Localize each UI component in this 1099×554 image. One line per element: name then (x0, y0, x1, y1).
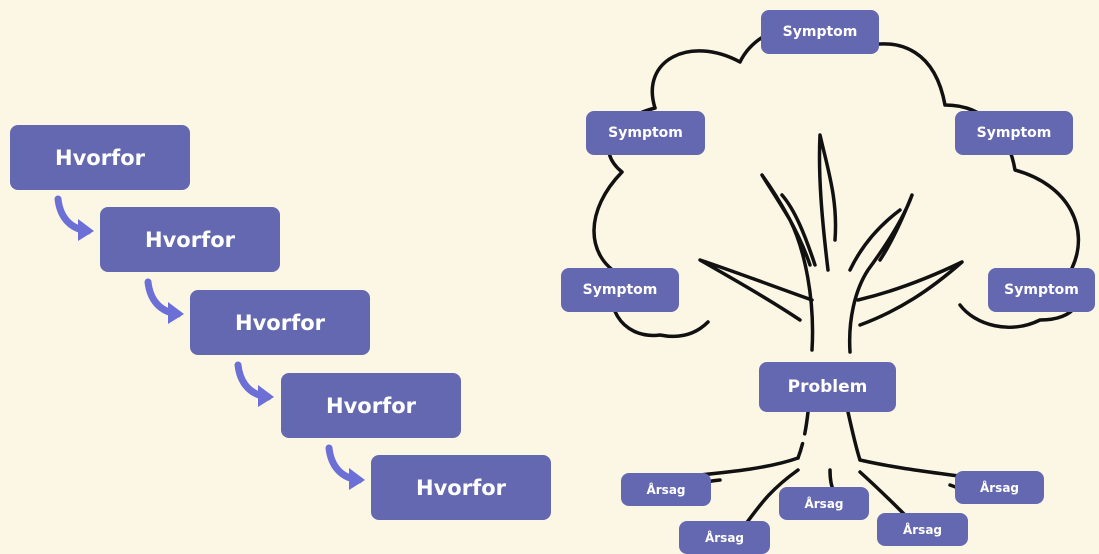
branch-left (700, 260, 812, 320)
cause-left: Årsag (621, 473, 711, 506)
why-step-3: Hvorfor (190, 290, 370, 355)
branch-mid (782, 195, 815, 265)
curved-down-right-arrow-icon (323, 444, 373, 494)
trunk-center (819, 135, 835, 270)
trunk-low-right (848, 412, 860, 460)
symptom-upper-left: Symptom (586, 111, 705, 155)
why-step-2: Hvorfor (100, 207, 280, 272)
root-2 (860, 460, 958, 476)
trunk-low-left (798, 412, 808, 458)
problem-box: Problem (759, 362, 896, 412)
cause-right: Årsag (955, 471, 1044, 504)
root-1 (700, 458, 798, 475)
why-step-4: Hvorfor (281, 373, 461, 438)
cause-bottom-left: Årsag (679, 521, 770, 554)
symptom-lower-right: Symptom (988, 268, 1095, 312)
why-step-5: Hvorfor (371, 455, 551, 520)
curved-down-right-arrow-icon (52, 195, 102, 245)
symptom-lower-left: Symptom (561, 268, 679, 312)
symptom-top: Symptom (761, 10, 879, 54)
why-step-1: Hvorfor (10, 125, 190, 190)
curved-down-right-arrow-icon (142, 278, 192, 328)
trunk-right (850, 195, 912, 352)
cause-center: Årsag (779, 487, 869, 520)
curved-down-right-arrow-icon (232, 361, 282, 411)
branch-right (858, 262, 962, 325)
cause-bottom-right: Årsag (877, 513, 968, 546)
symptom-upper-right: Symptom (955, 111, 1073, 155)
